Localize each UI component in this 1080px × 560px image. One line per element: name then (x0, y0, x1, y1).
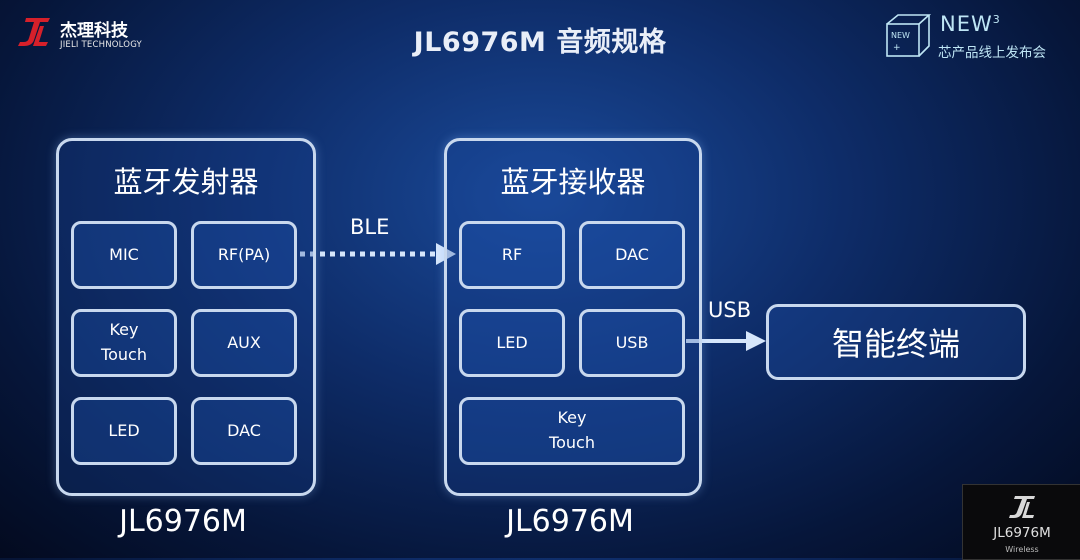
rx-chip-dac: DAC (579, 221, 685, 289)
tx-chip-dac: DAC (191, 397, 297, 465)
tx-chip-aux: AUX (191, 309, 297, 377)
tx-chip-rf-pa: RF(PA) (191, 221, 297, 289)
rx-chip-rf: RF (459, 221, 565, 289)
tx-chip-mic: MIC (71, 221, 177, 289)
ble-arrow (300, 243, 456, 265)
launch-badge: NEW + NEW3 芯产品线上发布会 (884, 10, 1064, 64)
corner-chip-model: JL6976M (993, 525, 1051, 541)
tx-chip-key-touch: Key Touch (71, 309, 177, 377)
smart-terminal-label: 智能终端 (831, 325, 960, 363)
jl-chip-logo-icon (1009, 496, 1035, 518)
badge-superscript: 3 (992, 13, 1001, 26)
page-title: JL6976M 音频规格 (413, 27, 667, 58)
usb-arrow (686, 331, 766, 351)
smart-terminal-box: 智能终端 (766, 304, 1026, 380)
cube-icon: NEW + (886, 14, 932, 57)
badge-subtitle: 芯产品线上发布会 (938, 45, 1046, 61)
usb-label: USB (708, 298, 752, 322)
transmitter-title: 蓝牙发射器 (113, 165, 259, 199)
receiver-panel: 蓝牙接收器 RF DAC LED USB Key Touch (444, 138, 702, 496)
rx-chip-usb: USB (579, 309, 685, 377)
company-name-cn: 杰理科技 (60, 21, 128, 41)
svg-text:+: + (893, 43, 901, 53)
company-name-en: JIELI TECHNOLOGY (60, 40, 142, 50)
corner-chip-image: JL6976M Wireless (962, 484, 1080, 560)
rx-chip-key-touch: Key Touch (459, 397, 685, 465)
company-logo: 杰理科技 JIELI TECHNOLOGY (16, 14, 156, 54)
receiver-model: JL6976M (506, 504, 634, 539)
svg-text:NEW: NEW (891, 31, 910, 40)
ble-label: BLE (350, 215, 390, 239)
receiver-title: 蓝牙接收器 (500, 165, 646, 199)
transmitter-panel: 蓝牙发射器 MIC RF(PA) Key Touch AUX LED DAC (56, 138, 316, 496)
transmitter-model: JL6976M (119, 504, 247, 539)
badge-new-text: NEW3 (940, 12, 1001, 36)
corner-chip-sub: Wireless (1005, 545, 1039, 554)
jl-logo-icon (18, 18, 50, 46)
tx-chip-led: LED (71, 397, 177, 465)
rx-chip-led: LED (459, 309, 565, 377)
